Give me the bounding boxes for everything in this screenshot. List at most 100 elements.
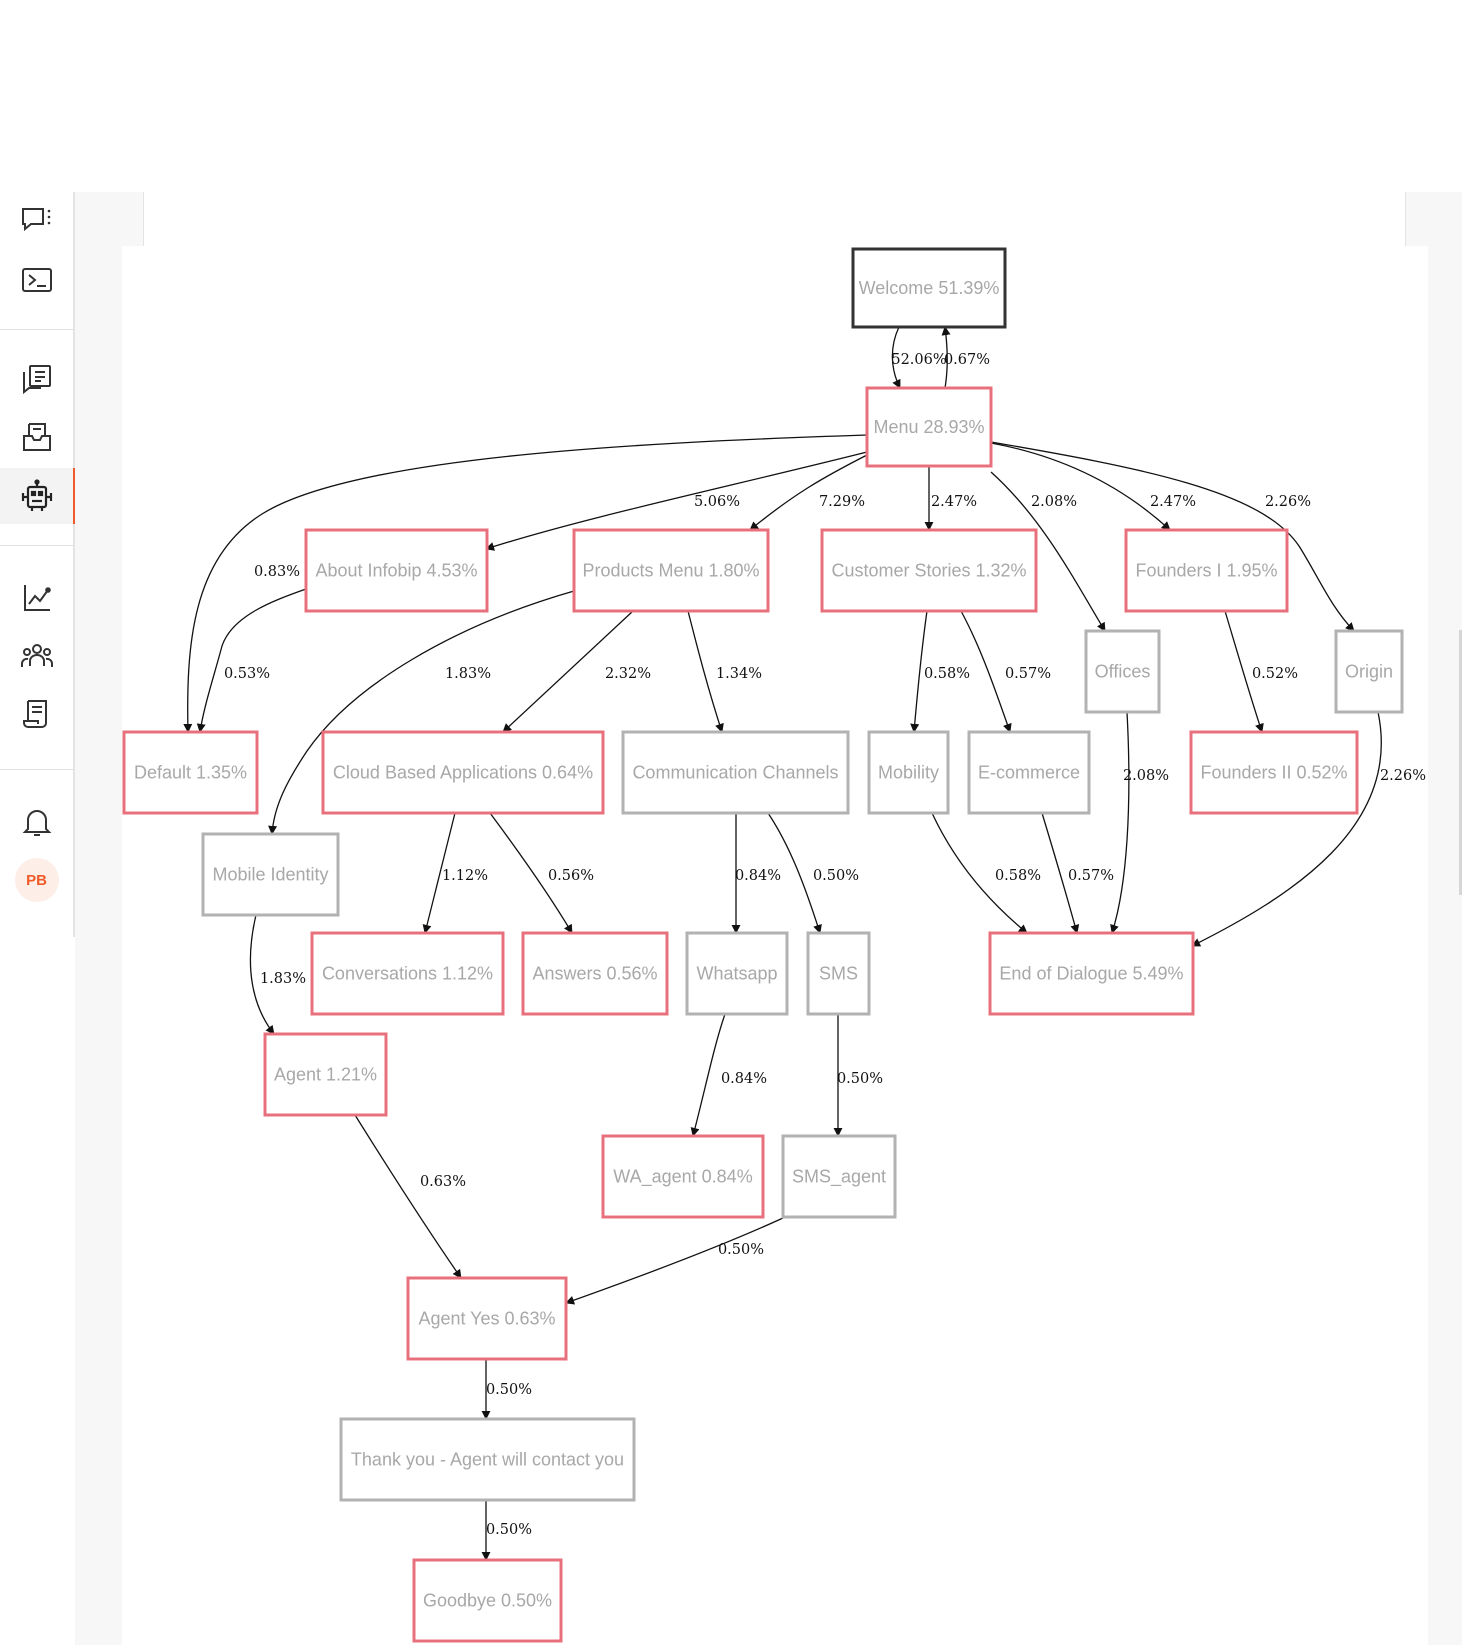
nodes-layer: Welcome 51.39% Menu 28.93% About Infobip 4… (122, 247, 1404, 1643)
node-box[interactable] (806, 931, 871, 1016)
node-box[interactable] (572, 528, 770, 613)
node-box[interactable] (967, 730, 1091, 815)
node-box[interactable] (310, 931, 505, 1016)
edge-label: 0.83% (254, 564, 300, 580)
nav-inbox[interactable] (0, 410, 73, 466)
node-box[interactable] (321, 730, 605, 815)
edge-line (767, 812, 822, 934)
flow-node-smsagent[interactable]: SMS_agent (781, 1134, 897, 1219)
flow-node-about[interactable]: About Infobip 4.53% (304, 528, 489, 613)
edge-stories-to-ecommerce: 0.57% (960, 610, 1051, 733)
nav-conversations[interactable] (0, 352, 73, 408)
node-label: WA_agent 0.84% (613, 1167, 752, 1188)
node-label: SMS (819, 964, 858, 984)
flow-node-origin[interactable]: Origin (1334, 629, 1404, 714)
flow-node-waagent[interactable]: WA_agent 0.84% (601, 1134, 765, 1219)
edge-line (1224, 610, 1264, 733)
node-label: E-commerce (978, 763, 1080, 783)
header-divider-right (1405, 192, 1406, 246)
flow-node-thankyou[interactable]: Thank you - Agent will contact you (339, 1417, 636, 1502)
node-box[interactable] (601, 1134, 765, 1219)
edge-line (249, 914, 275, 1035)
node-box[interactable] (865, 386, 993, 468)
edge-line (1191, 711, 1382, 947)
nav-bots[interactable] (0, 468, 75, 524)
scrollbar-indicator[interactable] (1459, 630, 1462, 895)
edge-label: 0.50% (486, 1522, 532, 1538)
node-box[interactable] (1084, 629, 1161, 714)
flow-node-end[interactable]: End of Dialogue 5.49% (988, 931, 1195, 1016)
flow-node-comm[interactable]: Communication Channels (621, 730, 850, 815)
nav-user-profile[interactable]: PB (0, 852, 73, 908)
node-label: End of Dialogue 5.49% (999, 964, 1183, 984)
edge-menu-to-products: 7.29% (749, 454, 868, 531)
edge-line (990, 442, 1171, 531)
node-box[interactable] (1334, 629, 1404, 714)
node-box[interactable] (621, 730, 850, 815)
node-box[interactable] (781, 1134, 897, 1219)
node-box[interactable] (1189, 730, 1359, 815)
node-box[interactable] (412, 1558, 563, 1643)
node-box[interactable] (988, 931, 1195, 1016)
node-box[interactable] (1124, 528, 1289, 613)
edge-label: 0.67% (944, 352, 990, 368)
node-box[interactable] (521, 931, 669, 1016)
node-box[interactable] (122, 730, 259, 815)
edge-line (990, 471, 1106, 632)
edge-label: 0.52% (1252, 666, 1298, 682)
flow-node-products[interactable]: Products Menu 1.80% (572, 528, 770, 613)
node-label: Default 1.35% (134, 763, 247, 783)
edge-line (183, 434, 868, 733)
nav-analytics[interactable] (0, 570, 73, 626)
flow-node-answers[interactable]: Answers 0.56% (521, 931, 669, 1016)
node-box[interactable] (685, 931, 789, 1016)
nav-logs[interactable] (0, 686, 73, 742)
edge-line (891, 326, 901, 389)
nav-chat-dots[interactable] (0, 192, 73, 248)
node-box[interactable] (820, 528, 1038, 613)
node-box[interactable] (263, 1032, 388, 1117)
flow-node-goodbye[interactable]: Goodbye 0.50% (412, 1558, 563, 1643)
analytics-icon (23, 585, 51, 611)
edge-label: 0.50% (718, 1242, 764, 1258)
node-box[interactable] (339, 1417, 636, 1502)
flow-node-ecommerce[interactable]: E-commerce (967, 730, 1091, 815)
flow-node-cloud[interactable]: Cloud Based Applications 0.64% (321, 730, 605, 815)
edge-label: 2.32% (605, 666, 651, 682)
avatar[interactable]: PB (14, 858, 59, 902)
edge-mobility-to-end: 0.58% (931, 812, 1041, 934)
dialogue-flow-canvas: 52.06%0.67%0.83%5.06%7.29%2.47%2.08%2.47… (122, 246, 1428, 1645)
node-box[interactable] (304, 528, 489, 613)
edge-label: 7.29% (819, 494, 865, 510)
node-box[interactable] (851, 247, 1007, 329)
flow-node-founders2[interactable]: Founders II 0.52% (1189, 730, 1359, 815)
sidebar-divider (0, 329, 73, 330)
edge-mobileid-to-agent: 1.83% (249, 914, 306, 1035)
flow-node-founders1[interactable]: Founders I 1.95% (1124, 528, 1289, 613)
flow-node-conversations[interactable]: Conversations 1.12% (310, 931, 505, 1016)
edge-menu-to-origin: 2.26% (990, 441, 1355, 632)
flow-node-agent[interactable]: Agent 1.21% (263, 1032, 388, 1117)
nav-terminal[interactable] (0, 252, 73, 308)
sidebar-divider (0, 545, 73, 546)
edge-label: 2.47% (931, 494, 977, 510)
node-box[interactable] (201, 832, 340, 917)
flow-node-mobility[interactable]: Mobility (867, 730, 950, 815)
flow-node-stories[interactable]: Customer Stories 1.32% (820, 528, 1038, 613)
edge-label: 0.50% (486, 1382, 532, 1398)
flow-node-welcome[interactable]: Welcome 51.39% (851, 247, 1007, 329)
flow-node-whatsapp[interactable]: Whatsapp (685, 931, 789, 1016)
nav-people[interactable] (0, 628, 73, 684)
node-box[interactable] (406, 1276, 568, 1361)
flow-node-sms[interactable]: SMS (806, 931, 871, 1016)
edge-thankyou-to-goodbye: 0.50% (481, 1500, 532, 1561)
flow-node-agentyes[interactable]: Agent Yes 0.63% (406, 1276, 568, 1361)
scroll-icon (22, 700, 47, 728)
flow-node-default[interactable]: Default 1.35% (122, 730, 259, 815)
nav-notifications[interactable] (0, 794, 73, 850)
flow-node-mobileid[interactable]: Mobile Identity (201, 832, 340, 917)
node-box[interactable] (867, 730, 950, 815)
edge-menu-to-founders1: 2.47% (990, 442, 1196, 531)
flow-node-menu[interactable]: Menu 28.93% (865, 386, 993, 468)
flow-node-offices[interactable]: Offices (1084, 629, 1161, 714)
